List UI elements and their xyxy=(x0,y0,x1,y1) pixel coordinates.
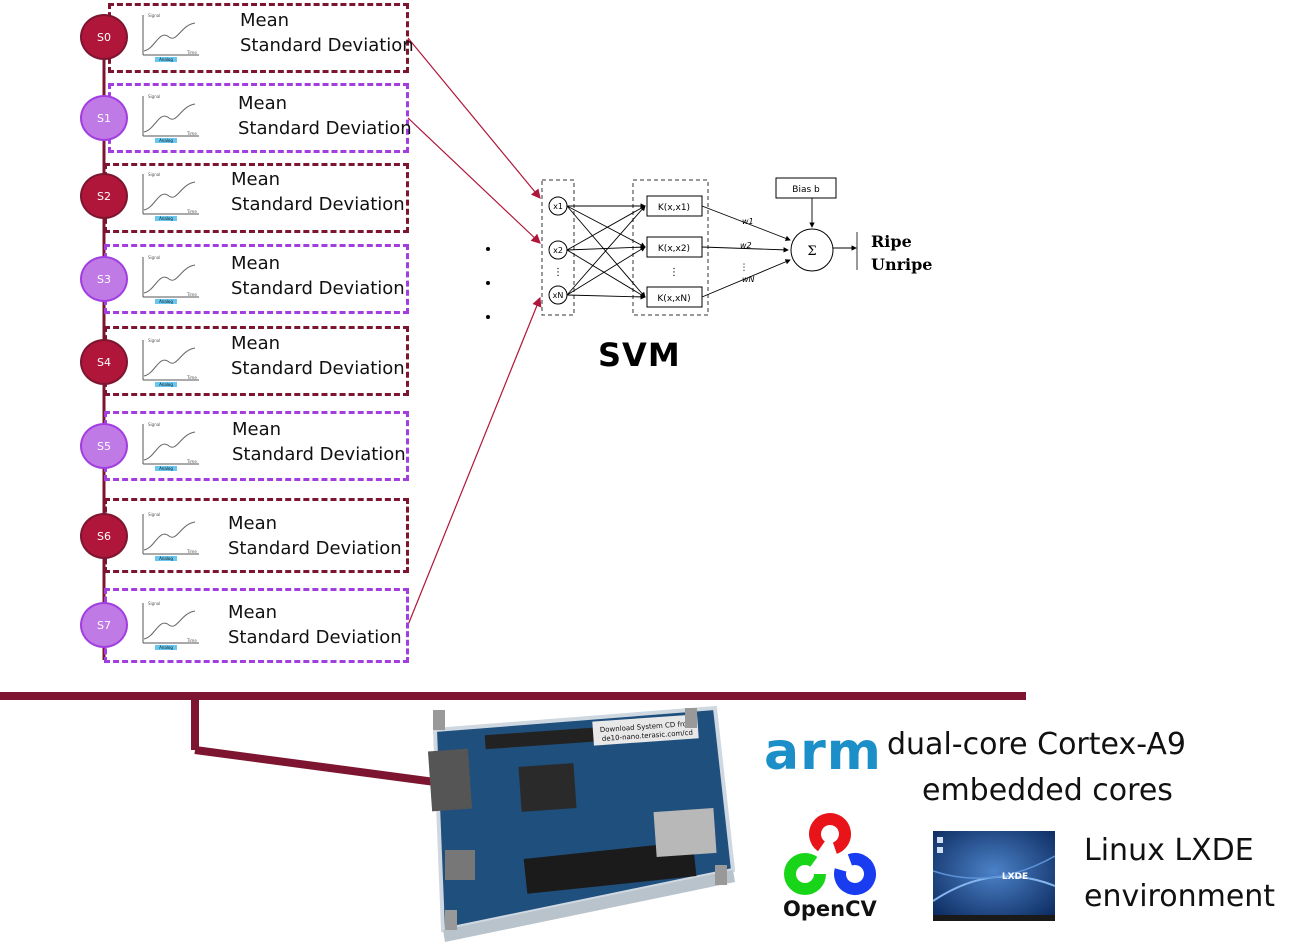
feature-std-s3: Standard Deviation xyxy=(231,278,405,299)
kernel-label-2: K(x,x2) xyxy=(658,244,690,254)
svg-text:Time: Time xyxy=(186,459,197,464)
feature-std-s6: Standard Deviation xyxy=(228,538,402,559)
sensor-node-s6: S6 xyxy=(80,513,128,559)
bias-label: Bias b xyxy=(792,185,820,195)
opencv-label: OpenCV xyxy=(783,897,877,921)
kernel-vdots: ⋮ xyxy=(669,267,679,278)
weight-vdots: ⋮ xyxy=(740,263,749,273)
arrow-s7 xyxy=(407,296,542,626)
output-unripe: Unripe xyxy=(871,255,933,274)
input-layer-box xyxy=(541,179,575,316)
arrow-s1 xyxy=(407,117,541,244)
feature-mean-s5: Mean xyxy=(232,419,282,440)
sensor-node-s1: S1 xyxy=(80,95,128,141)
arrow-s0 xyxy=(407,37,541,199)
fpga-board: Download System CD from de10-nano.terasi… xyxy=(427,705,736,942)
svg-text:Analog: Analog xyxy=(159,466,173,471)
svg-text:Analog: Analog xyxy=(159,138,173,143)
feature-mean-s6: Mean xyxy=(228,513,278,534)
svg-text:Signal: Signal xyxy=(148,512,160,517)
feature-std-s2: Standard Deviation xyxy=(231,194,405,215)
svg-text:Analog: Analog xyxy=(159,216,173,221)
svm-network: x1 x2 xN ⋮ K(x,x1) K(x,x2) K(x,xN) ⋮ w1 … xyxy=(541,177,858,316)
svg-text:Analog: Analog xyxy=(159,382,173,387)
feature-std-s5: Standard Deviation xyxy=(232,444,406,465)
svg-text:Time: Time xyxy=(186,638,197,643)
weight-label-1: w1 xyxy=(742,217,754,226)
input-label-x1: x1 xyxy=(553,202,563,211)
input-kernel-edges xyxy=(566,203,646,300)
arm-description-line-1: dual-core Cortex-A9 xyxy=(887,727,1186,762)
svg-text:Time: Time xyxy=(186,50,197,55)
kernel-label-n: K(x,xN) xyxy=(657,294,690,304)
opencv-logo xyxy=(784,813,876,895)
sensor-node-s0: S0 xyxy=(80,14,128,60)
svg-text:Analog: Analog xyxy=(159,57,173,62)
svg-text:Signal: Signal xyxy=(148,94,160,99)
ellipsis-dot xyxy=(486,281,490,285)
input-label-xn: xN xyxy=(553,291,564,300)
feature-std-s4: Standard Deviation xyxy=(231,358,405,379)
feature-mean-s4: Mean xyxy=(231,333,281,354)
feature-mean-s3: Mean xyxy=(231,253,281,274)
feature-mean-s1: Mean xyxy=(238,93,288,114)
sensor-node-s3: S3 xyxy=(80,256,128,302)
feature-std-s1: Standard Deviation xyxy=(238,118,412,139)
svg-text:Signal: Signal xyxy=(148,13,160,18)
svg-text:Time: Time xyxy=(186,292,197,297)
arm-description-line-2: embedded cores xyxy=(922,773,1173,808)
bias-box xyxy=(775,177,837,199)
output-ripe: Ripe xyxy=(871,232,912,251)
svg-text:Time: Time xyxy=(186,375,197,380)
kernel-label-1: K(x,x1) xyxy=(658,203,690,213)
sum-node xyxy=(790,228,834,272)
feature-mean-s2: Mean xyxy=(231,169,281,190)
weight-label-2: w2 xyxy=(740,241,752,250)
svm-title: SVM xyxy=(598,336,681,374)
sensor-node-s5: S5 xyxy=(80,423,128,469)
svg-text:Time: Time xyxy=(186,209,197,214)
ellipsis-dot xyxy=(486,247,490,251)
linux-description-line-2: environment xyxy=(1084,879,1276,914)
input-label-x2: x2 xyxy=(553,246,563,255)
input-vdots: ⋮ xyxy=(553,267,563,278)
svg-text:Time: Time xyxy=(186,549,197,554)
lxde-logo-text: LXDE xyxy=(1002,872,1028,882)
svg-text:Signal: Signal xyxy=(148,172,160,177)
svg-text:Signal: Signal xyxy=(148,255,160,260)
feature-std-s7: Standard Deviation xyxy=(228,627,402,648)
svg-text:Time: Time xyxy=(186,131,197,136)
svg-text:Analog: Analog xyxy=(159,645,173,650)
feature-mean-s7: Mean xyxy=(228,602,278,623)
weight-label-n: wN xyxy=(742,275,755,284)
sensor-node-s7: S7 xyxy=(80,602,128,648)
sensor-node-s2: S2 xyxy=(80,173,128,219)
linux-description-line-1: Linux LXDE xyxy=(1084,833,1254,868)
svg-text:Analog: Analog xyxy=(159,299,173,304)
sum-symbol: Σ xyxy=(807,244,816,259)
svg-text:Signal: Signal xyxy=(148,422,160,427)
feature-mean-s0: Mean xyxy=(240,10,290,31)
ellipsis-dot xyxy=(486,315,490,319)
svg-text:Signal: Signal xyxy=(148,338,160,343)
svg-text:Analog: Analog xyxy=(159,556,173,561)
kernel-sum-edges xyxy=(701,205,791,298)
feature-std-s0: Standard Deviation xyxy=(240,35,414,56)
arm-logo: arm xyxy=(764,722,882,782)
svg-text:Signal: Signal xyxy=(148,601,160,606)
sensor-node-s4: S4 xyxy=(80,339,128,385)
lxde-screenshot: LXDE xyxy=(933,831,1055,921)
